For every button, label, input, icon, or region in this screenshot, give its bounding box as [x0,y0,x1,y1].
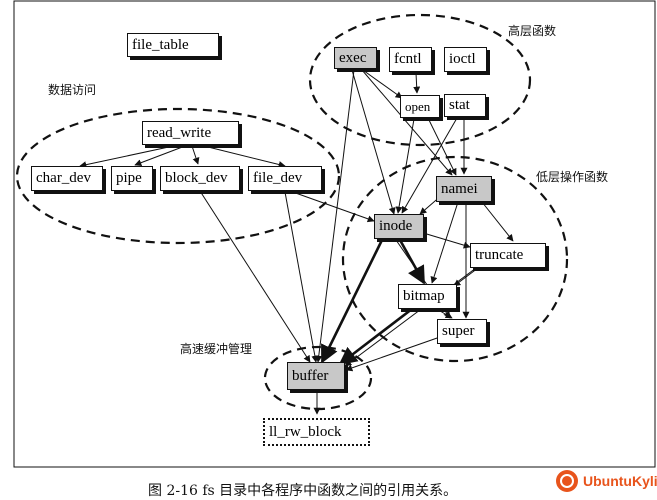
node-buffer: buffer [287,362,345,390]
region-low-level [341,155,569,363]
node-super: super [437,319,487,344]
edge-readwrite-chardev [79,144,179,169]
node-fcntl: fcntl [389,47,432,72]
edge-open-inode [395,118,415,214]
region-data-access [15,107,341,245]
ubuntukylin-logo-icon [556,470,578,492]
edge-namei-bitmap [430,201,459,284]
figure-frame [13,0,656,468]
edge-inode-bitmap [398,239,426,285]
node-bitmap: bitmap [398,284,457,309]
node-pipe: pipe [111,166,153,191]
edge-readwrite-pipe [134,145,186,167]
edge-readwrite-blockdev [191,145,200,165]
node-read-write: read_write [142,121,239,145]
node-inode: inode [374,214,424,239]
edge-exec-namei [361,69,453,176]
label-high-level: 高层函数 [508,24,557,38]
figure-caption: 图 2-16 fs 目录中各程序中函数之间的引用关系。 [148,483,458,499]
edge-filedev-buffer [284,191,319,363]
watermark-text: UbuntuKylin [583,473,657,489]
edge-truncate-buffer [344,267,477,367]
edge-truncate-bitmap [453,267,479,287]
label-buffer-mgmt: 高速缓冲管理 [180,342,253,356]
watermark-brand: UbuntuKylin [556,468,657,494]
edge-inode-buffer [320,239,384,364]
node-file-table: file_table [127,33,219,57]
edge-stat-inode [401,117,458,214]
edge-bitmap-buffer [338,307,413,366]
edge-exec-buffer [315,69,355,363]
edge-blockdev-buffer [199,190,311,363]
edge-fcntl-open [413,72,421,94]
edge-super-buffer [345,336,441,372]
label-low-level: 低层操作函数 [536,170,609,184]
edge-readwrite-filedev [199,144,286,168]
node-stat: stat [444,94,486,117]
node-char-dev: char_dev [31,166,103,191]
edge-open-namei [427,117,457,176]
node-file-dev: file_dev [248,166,322,191]
edge-exec-open [359,67,403,99]
node-ioctl: ioctl [444,47,487,72]
region-high-level [308,13,532,147]
label-data-access: 数据访问 [48,83,97,97]
edge-bitmap-super [434,307,453,319]
node-namei: namei [436,176,492,202]
node-ll-rw-block: ll_rw_block [263,418,370,446]
node-open: open [400,95,440,118]
node-block-dev: block_dev [160,166,240,191]
edge-filedev-inode [289,190,375,223]
edge-namei-truncate [481,201,514,242]
node-exec: exec [334,47,377,69]
node-truncate: truncate [470,243,546,268]
edge-exec-inode [351,69,396,215]
